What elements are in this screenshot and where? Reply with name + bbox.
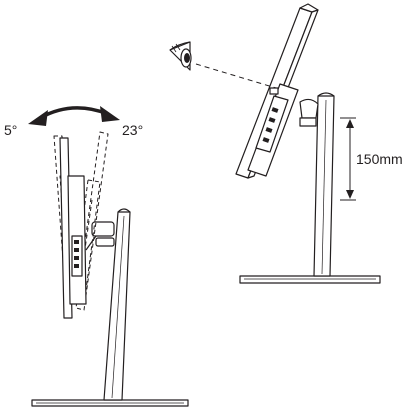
eye-icon <box>169 41 192 71</box>
tilt-hinge <box>91 221 115 247</box>
vertical-dimension-arrow-icon <box>340 117 356 201</box>
height-adjust-label: 150mm <box>356 151 403 167</box>
height-panel <box>235 3 319 179</box>
tilt-figure <box>28 106 189 407</box>
sight-line <box>195 63 277 89</box>
tilt-stand-neck <box>103 208 131 401</box>
tilt-panel-buttons <box>74 240 79 268</box>
height-figure <box>169 3 381 284</box>
height-stand-base <box>239 275 381 284</box>
height-panel-buttons <box>262 107 279 143</box>
curved-double-arrow-icon <box>28 106 120 126</box>
tilt-right-label: 23° <box>122 122 143 138</box>
tilt-panel-upright <box>59 137 97 319</box>
height-hinge <box>299 98 319 127</box>
tilt-left-label: 5° <box>4 122 17 138</box>
tilt-stand-base <box>31 399 189 407</box>
height-stand-neck <box>313 92 335 277</box>
